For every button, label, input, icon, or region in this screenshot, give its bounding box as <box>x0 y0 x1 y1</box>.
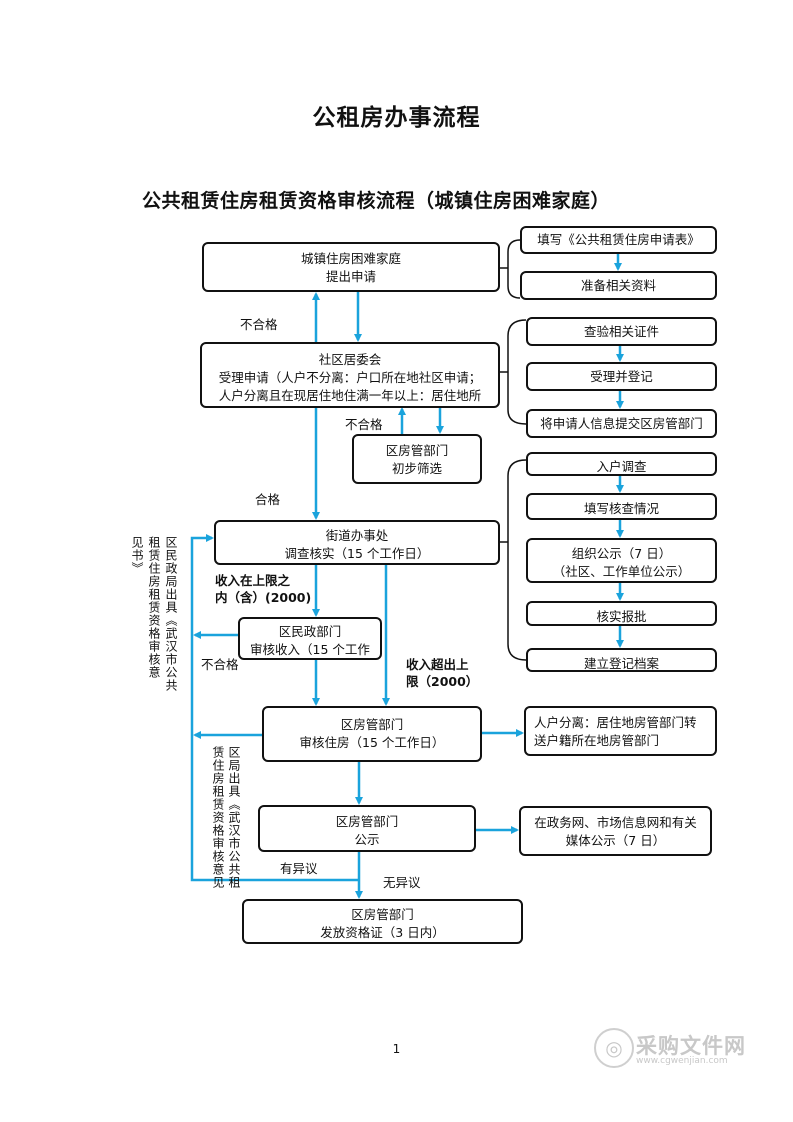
publicity-line1: 组织公示（7 日） <box>571 546 672 561</box>
housing-note-col1: 区局出具《武汉市公共租 <box>227 746 241 889</box>
accept-register-box: 受理并登记 <box>526 362 717 391</box>
civil-note-col3: 见书》 <box>130 536 144 575</box>
street-office-line2: 调查核实（15 个工作日） <box>284 546 430 561</box>
announce-line2: 公示 <box>354 832 380 847</box>
publicity-box: 组织公示（7 日） （社区、工作单位公示） <box>526 538 717 583</box>
housing-review-box: 区房管部门 审核住房（15 个工作日） <box>262 706 482 762</box>
fill-survey-box: 填写核查情况 <box>526 493 717 520</box>
prepare-docs-label: 准备相关资料 <box>580 278 656 293</box>
home-survey-label: 入户调查 <box>596 459 647 474</box>
fill-form-box: 填写《公共租赁住房申请表》 <box>520 226 717 254</box>
media-line2: 媒体公示（7 日） <box>565 833 666 848</box>
separation-line1: 人户分离：居住地房管部门转 <box>534 715 697 730</box>
civil-affairs-box: 区民政部门 审核收入（15 个工作 <box>238 617 382 660</box>
label-income-within-1: 收入在上限之 <box>215 573 291 588</box>
certificate-line2: 发放资格证（3 日内） <box>320 925 445 940</box>
announce-line1: 区房管部门 <box>335 814 399 829</box>
street-office-box: 街道办事处 调查核实（15 个工作日） <box>214 520 500 565</box>
certificate-line1: 区房管部门 <box>351 907 414 922</box>
watermark-url: www.cgwenjian.com <box>636 1056 728 1066</box>
check-docs-box: 查验相关证件 <box>526 317 717 346</box>
arrow-objection-loop <box>190 534 359 882</box>
fill-form-label: 填写《公共租赁住房申请表》 <box>537 232 700 247</box>
label-income-over-1: 收入超出上 <box>406 657 469 672</box>
brace-street <box>507 459 527 661</box>
watermark-logo-icon: ◎ <box>594 1028 634 1068</box>
apply-line1: 城镇住房困难家庭 <box>300 251 401 266</box>
apply-box: 城镇住房困难家庭 提出申请 <box>202 242 500 292</box>
certificate-box: 区房管部门 发放资格证（3 日内） <box>242 899 523 944</box>
committee-line2: 受理申请（人户不分离：户口所在地社区申请； <box>218 370 482 385</box>
committee-line1: 社区居委会 <box>318 352 382 367</box>
publicity-line2: （社区、工作单位公示） <box>552 564 691 579</box>
apply-line2: 提出申请 <box>325 269 376 284</box>
announce-box: 区房管部门 公示 <box>258 805 476 852</box>
civil-note-col2: 租赁住房租赁资格审核意 <box>147 536 161 679</box>
build-archive-box: 建立登记档案 <box>526 648 717 672</box>
civil-affairs-line2: 审核收入（15 个工作 <box>250 642 370 657</box>
flow-subtitle: 公共租赁住房租赁资格审核流程（城镇住房困难家庭） <box>142 190 611 212</box>
submit-info-label: 将申请人信息提交区房管部门 <box>540 416 703 431</box>
separation-box: 人户分离：居住地房管部门转 送户籍所在地房管部门 <box>524 706 717 756</box>
district-screen-line1: 区房管部门 <box>385 443 449 458</box>
committee-box: 社区居委会 受理申请（人户不分离：户口所在地社区申请； 人户分离且在现居住地住满… <box>200 342 500 408</box>
label-income-within-2: 内（含）(2000) <box>215 590 312 605</box>
street-office-line1: 街道办事处 <box>325 528 389 543</box>
accept-register-label: 受理并登记 <box>590 369 653 384</box>
build-archive-label: 建立登记档案 <box>583 656 659 671</box>
label-unqualified-3: 不合格 <box>201 657 239 672</box>
watermark-brand: 采购文件网 <box>636 1034 746 1058</box>
district-screen-line2: 初步筛选 <box>391 461 442 476</box>
brace-apply <box>507 239 521 299</box>
prepare-docs-box: 准备相关资料 <box>520 271 717 300</box>
page-title: 公租房办事流程 <box>312 104 481 131</box>
label-income-over-2: 限（2000） <box>406 674 479 689</box>
home-survey-box: 入户调查 <box>526 452 717 476</box>
housing-note-col2: 赁住房租赁资格审核意见 <box>211 746 225 889</box>
district-screen-box: 区房管部门 初步筛选 <box>352 434 482 484</box>
label-qualified: 合格 <box>255 492 281 507</box>
brace-committee <box>507 319 527 425</box>
submit-info-box: 将申请人信息提交区房管部门 <box>526 409 717 438</box>
page-number: 1 <box>392 1042 401 1056</box>
civil-note-col1: 区民政局出具《武汉市公共 <box>164 536 178 692</box>
committee-line3: 人户分离且在现居住地住满一年以上：居住地所 <box>218 388 482 403</box>
verify-report-box: 核实报批 <box>526 601 717 626</box>
verify-report-label: 核实报批 <box>596 609 647 624</box>
label-no-objection: 无异议 <box>383 875 421 890</box>
label-has-objection: 有异议 <box>280 861 318 876</box>
check-docs-label: 查验相关证件 <box>583 324 659 339</box>
watermark: ◎ 采购文件网 www.cgwenjian.com <box>594 1028 754 1072</box>
media-publicity-box: 在政务网、市场信息网和有关 媒体公示（7 日） <box>519 806 712 856</box>
separation-line2: 送户籍所在地房管部门 <box>534 733 660 748</box>
civil-affairs-line1: 区民政部门 <box>278 624 342 639</box>
label-unqualified-2: 不合格 <box>345 417 383 432</box>
housing-review-line1: 区房管部门 <box>340 717 404 732</box>
media-line1: 在政务网、市场信息网和有关 <box>534 815 697 830</box>
fill-survey-label: 填写核查情况 <box>583 501 659 516</box>
label-unqualified-1: 不合格 <box>240 317 278 332</box>
housing-review-line2: 审核住房（15 个工作日） <box>299 735 445 750</box>
